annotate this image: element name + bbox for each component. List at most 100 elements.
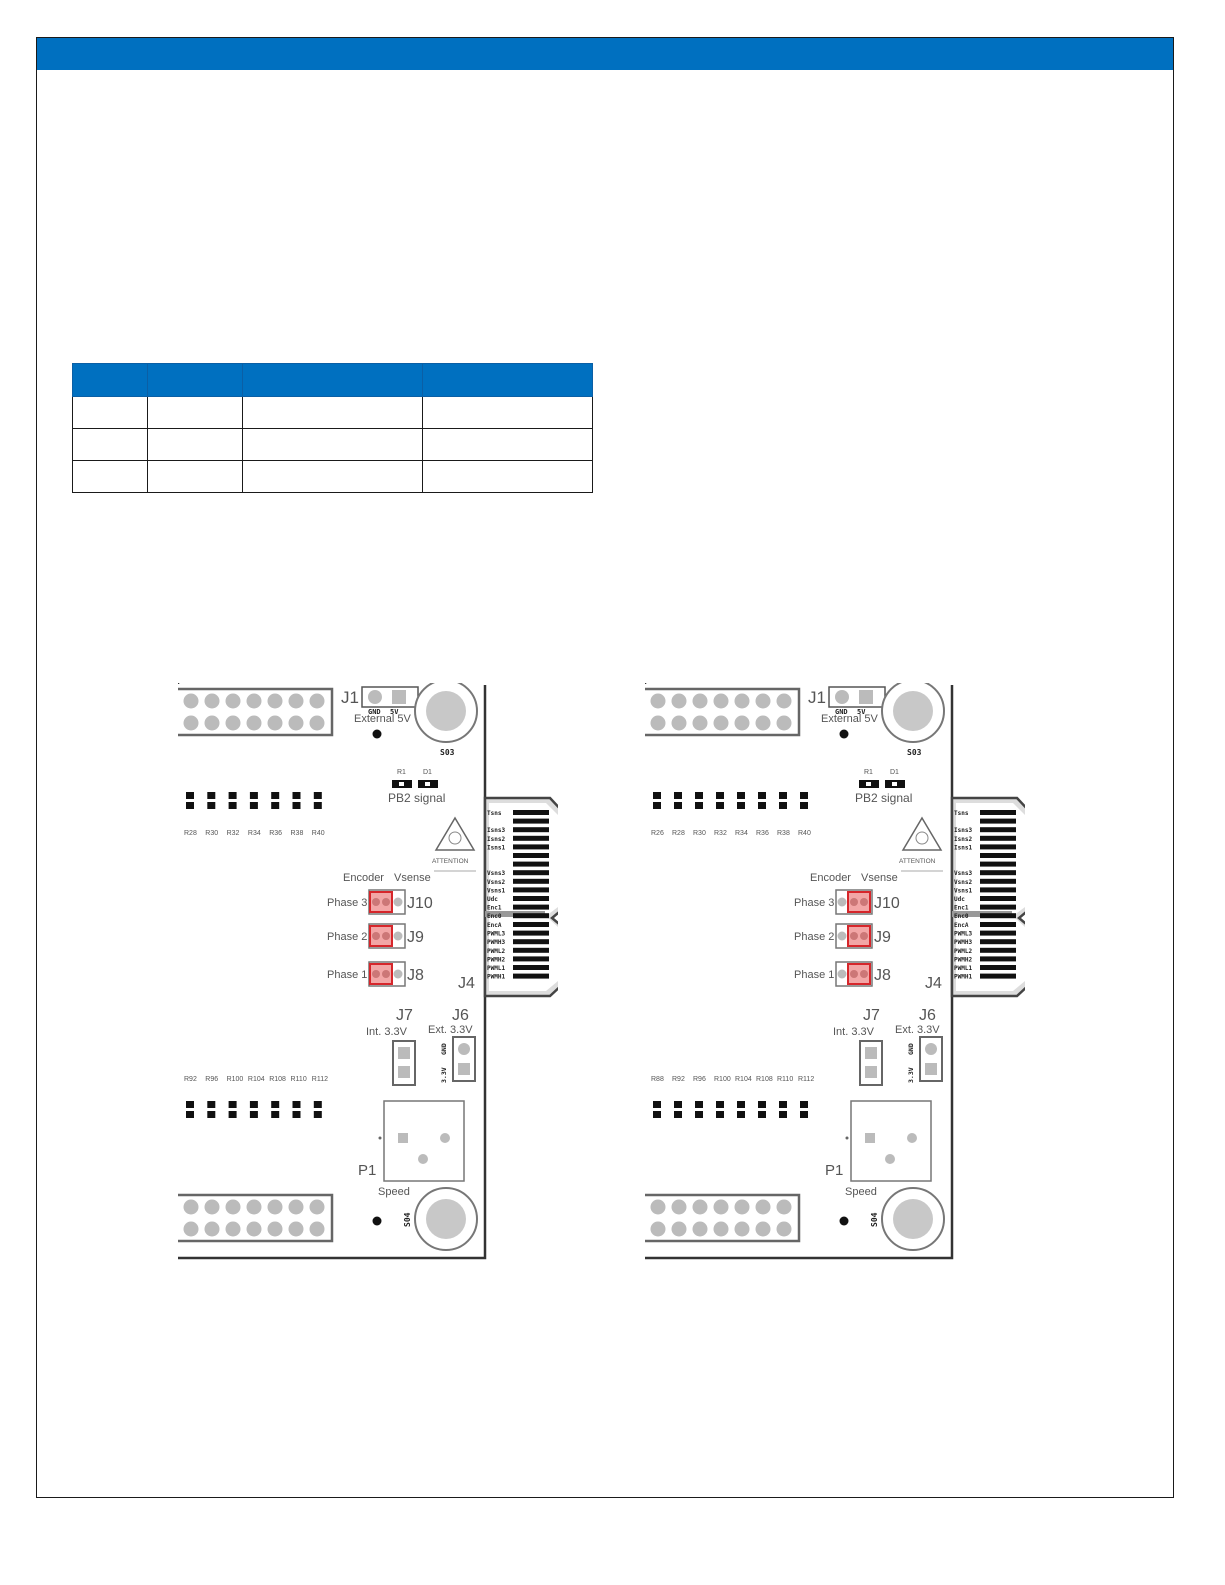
bottom-header-pin <box>713 1221 729 1237</box>
bottom-header-pin <box>776 1199 792 1215</box>
resistor-label: R34 <box>735 830 748 837</box>
j4-pin-trace <box>980 835 1016 841</box>
j1-label: J1 <box>808 688 826 707</box>
jumper-pin <box>837 931 847 941</box>
top-header-pin <box>288 693 304 709</box>
table-cell <box>72 396 148 429</box>
s03-button <box>893 691 933 731</box>
j10-label: J10 <box>874 895 900 912</box>
int-33v-label: Int. 3.3V <box>833 1026 875 1038</box>
esd-warning-icon <box>434 816 476 851</box>
top-header-pin <box>671 715 687 731</box>
bottom-header-pin <box>713 1199 729 1215</box>
resistor-label: R36 <box>756 830 769 837</box>
table-cell <box>422 428 593 461</box>
resistor-pad <box>292 1101 301 1108</box>
bottom-header-pin <box>650 1221 666 1237</box>
j4-pin-trace <box>513 956 549 962</box>
table-row <box>72 396 593 429</box>
j4-pin-label: PWMH3 <box>487 939 505 946</box>
resistor-pad <box>228 1101 237 1108</box>
resistor-pad <box>249 1101 258 1108</box>
j7-pin <box>865 1066 877 1078</box>
bottom-header-pin <box>776 1221 792 1237</box>
table-header-cell <box>422 363 593 397</box>
resistor-pad <box>653 1111 661 1118</box>
resistor-pad <box>249 1111 258 1118</box>
top-header-pin <box>650 715 666 731</box>
resistor-label: R108 <box>269 1076 286 1083</box>
table-header-row <box>72 363 593 397</box>
resistor-pad <box>271 1101 280 1108</box>
bottom-header-pin <box>309 1221 325 1237</box>
resistor-pad <box>716 792 724 799</box>
gnd-label: GND <box>835 708 848 716</box>
external-5v-label: External 5V <box>354 713 412 725</box>
top-header-pin <box>183 693 199 709</box>
p1-marker <box>845 1136 849 1140</box>
j4-pin-label: Isns1 <box>487 844 505 851</box>
j4-pin-label: PWMH3 <box>954 939 972 946</box>
top-header-pin <box>692 715 708 731</box>
j4-pin-label: PWML1 <box>487 965 505 972</box>
j4-pin-label: EncA <box>954 922 969 929</box>
vsense-label: Vsense <box>394 872 431 884</box>
resistor-label: R30 <box>205 830 218 837</box>
phase1-label: Phase 1 <box>327 969 367 981</box>
j4-pin-trace <box>513 810 549 815</box>
p1-pin <box>398 1133 408 1143</box>
resistor-pad <box>207 1111 216 1118</box>
table-cell <box>242 428 423 461</box>
top-header-pin <box>755 693 771 709</box>
v33-label: 3.3V <box>440 1067 448 1083</box>
resistor-pad <box>313 1111 322 1118</box>
resistor-pad <box>674 792 682 799</box>
j4-pin-label: Udc <box>954 896 965 903</box>
resistor-pad <box>207 792 216 799</box>
j4-pin-label: Tsns <box>954 810 969 817</box>
j4-pin-label: EncA <box>487 922 502 929</box>
jumper-outline <box>835 961 873 987</box>
j4-pin-trace <box>513 973 549 979</box>
jumper-pin-covered <box>850 970 858 978</box>
s04-button <box>893 1199 933 1239</box>
phase1-label: Phase 1 <box>794 969 834 981</box>
bottom-header-pin <box>183 1199 199 1215</box>
top-header-pin <box>288 715 304 731</box>
jumper-pin-covered <box>860 970 868 978</box>
bottom-header-pin <box>755 1199 771 1215</box>
gnd-label: GND <box>907 1043 915 1055</box>
resistor-pad <box>716 1111 724 1118</box>
table-cell <box>72 460 148 493</box>
bottom-header-pin <box>288 1221 304 1237</box>
j4-pin-label: Vsns3 <box>954 870 972 877</box>
j1-pin-gnd <box>368 690 382 704</box>
j4-pin-label: Isns2 <box>487 836 505 843</box>
top-header-pin <box>225 693 241 709</box>
jumper-pin <box>837 897 847 907</box>
bottom-header-pin <box>734 1199 750 1215</box>
resistor-pad <box>249 792 258 799</box>
bottom-header-pin <box>755 1221 771 1237</box>
bottom-header-pin <box>692 1199 708 1215</box>
j4-pin-trace <box>980 904 1016 910</box>
resistor-pad <box>186 1101 194 1108</box>
resistor-label: R104 <box>248 1076 265 1083</box>
resistor-label: R30 <box>693 830 706 837</box>
table-cell <box>147 396 243 429</box>
j4-pin-trace <box>513 947 549 953</box>
j4-pin-trace <box>513 835 549 841</box>
resistor-label: R34 <box>248 830 261 837</box>
j4-pin-label: Isns1 <box>954 844 972 851</box>
j6-pin <box>925 1063 937 1075</box>
j10-label: J10 <box>407 895 433 912</box>
top-header-pin <box>671 693 687 709</box>
int-33v-label: Int. 3.3V <box>366 1026 408 1038</box>
p1-pin <box>865 1133 875 1143</box>
table-header-cell <box>72 363 148 397</box>
table-header-cell <box>242 363 423 397</box>
encoder-label: Encoder <box>810 872 851 884</box>
j4-pin-trace <box>513 818 549 824</box>
s04-button <box>426 1199 466 1239</box>
